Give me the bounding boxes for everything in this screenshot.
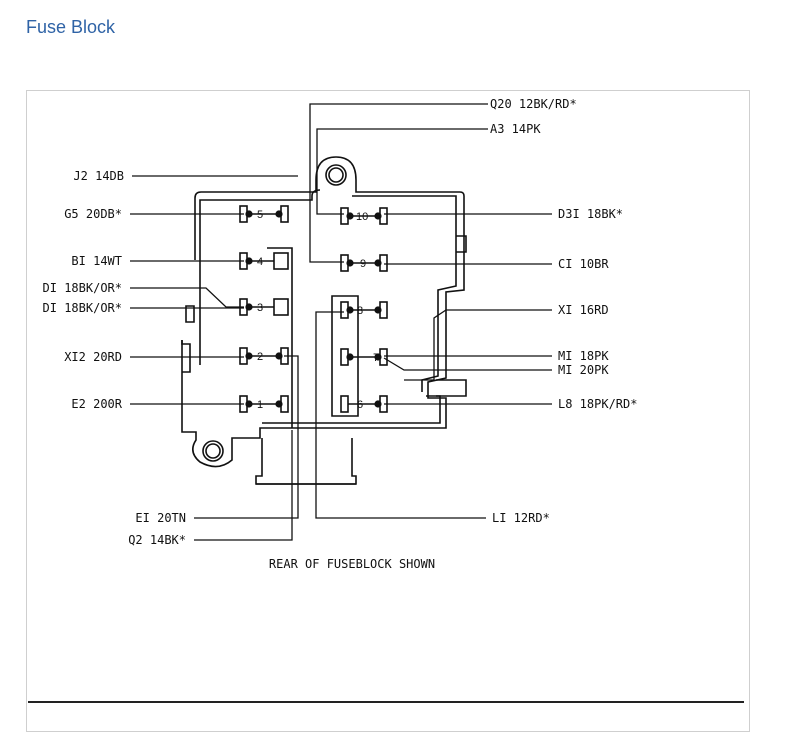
fuse-block-housing	[181, 156, 467, 485]
label-j2: J2 14DB	[73, 169, 124, 183]
fuse-9	[340, 254, 388, 272]
label-g5: G5 20DB*	[64, 207, 122, 221]
label-x1: XI 16RD	[558, 303, 609, 317]
wire-labels: Q20 12BK/RD* A3 14PK J2 14DB G5 20DB* BI…	[43, 97, 638, 571]
page-heading-link[interactable]: Fuse Block	[26, 17, 116, 37]
label-l1: LI 12RD*	[492, 511, 550, 525]
label-b1: BI 14WT	[71, 254, 122, 268]
label-a3: A3 14PK	[490, 122, 541, 136]
label-q20: Q20 12BK/RD*	[490, 97, 577, 111]
fuse-number-3: 3	[257, 302, 263, 314]
fuse-10	[340, 207, 388, 225]
label-m1-20pk: MI 20PK	[558, 363, 609, 377]
fuse-number-4: 4	[257, 256, 263, 268]
diagram-frame	[26, 90, 750, 732]
label-e1: EI 20TN	[135, 511, 186, 525]
fuse-number-1: 1	[257, 399, 263, 411]
fuse-6	[340, 395, 388, 413]
label-d1-lower: DI 18BK/OR*	[43, 301, 122, 315]
fuse-8	[340, 301, 388, 319]
fuse-number-2: 2	[257, 351, 263, 363]
fuse-number-8: 8	[357, 305, 363, 317]
label-l8: L8 18PK/RD*	[558, 397, 637, 411]
fuse-5	[238, 205, 289, 223]
wire-leaders	[130, 103, 552, 541]
label-m1-18pk: MI 18PK	[558, 349, 609, 363]
fuse-3	[239, 298, 289, 316]
label-e2: E2 200R	[71, 397, 122, 411]
fuse-number-6: 6	[357, 399, 363, 411]
fuse-number-5: 5	[257, 209, 263, 221]
fuse-4	[239, 252, 289, 270]
label-c1: CI 10BR	[558, 257, 609, 271]
label-d31: D3I 18BK*	[558, 207, 623, 221]
fuse-7	[340, 348, 388, 366]
fuse-2	[239, 347, 289, 365]
fuse-number-7: 7	[373, 352, 379, 364]
fuse-number-9: 9	[360, 258, 366, 270]
fuse-number-10: 10	[356, 211, 368, 223]
figure-bottom-rule	[28, 701, 744, 703]
label-q2: Q2 14BK*	[128, 533, 186, 547]
label-x12: XI2 20RD	[64, 350, 122, 364]
label-d1-upper: DI 18BK/OR*	[43, 281, 122, 295]
fuse-1	[239, 395, 289, 413]
diagram-caption: REAR OF FUSEBLOCK SHOWN	[269, 557, 435, 571]
